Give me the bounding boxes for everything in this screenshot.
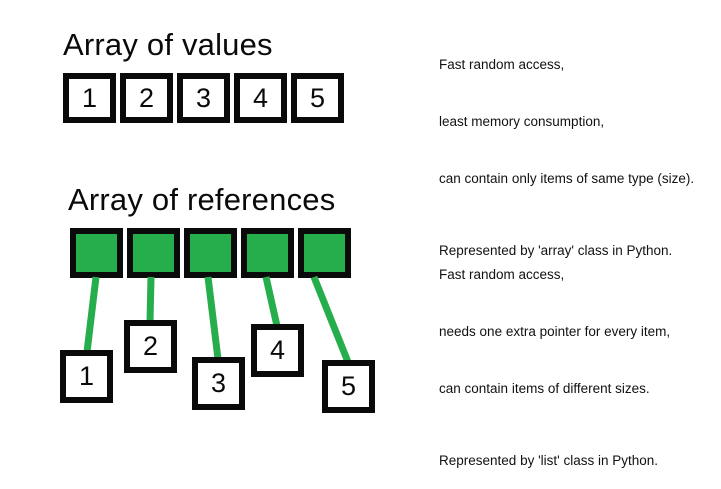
value-cell-label: 2: [138, 82, 155, 113]
value-cell-label: 4: [252, 82, 269, 113]
value-cell-label: 3: [195, 82, 212, 113]
target-value-box: 1: [60, 350, 113, 403]
note-line: Fast random access,: [439, 267, 565, 282]
note-line: least memory consumption,: [439, 114, 605, 129]
target-value-label: 4: [269, 335, 286, 365]
pointer-line: [262, 276, 281, 327]
note-line: can contain items of different sizes.: [439, 381, 650, 396]
pointer-line: [146, 276, 155, 323]
target-value-box: 5: [322, 360, 375, 413]
target-value-label: 5: [340, 371, 357, 401]
note-footer: Represented by 'list' class in Python.: [439, 453, 659, 468]
value-cell: 1: [63, 73, 116, 123]
note-spacer: [424, 417, 670, 432]
value-cell-label: 1: [81, 82, 98, 113]
reference-cell: [127, 228, 180, 278]
section-title-array-of-references: Array of references: [68, 182, 336, 217]
target-value-label: 1: [78, 361, 95, 391]
note-footer: Represented by 'array' class in Python.: [439, 243, 673, 258]
note-line: can contain only items of same type (siz…: [439, 171, 695, 186]
note-spacer: [424, 207, 694, 222]
reference-cell: [241, 228, 294, 278]
section-title-array-of-values: Array of values: [63, 27, 273, 62]
target-value-box: 4: [251, 324, 304, 377]
reference-cell: [70, 228, 123, 278]
target-value-label: 3: [210, 368, 227, 398]
value-cell: 5: [291, 73, 344, 123]
reference-cell: [184, 228, 237, 278]
diagram-canvas: Array of values 1 2 3 4 5 Fast random ac…: [60, 27, 694, 468]
pointer-line: [310, 275, 352, 364]
target-value-box: 3: [192, 357, 245, 410]
note-array-of-references: Fast random access, needs one extra poin…: [424, 246, 670, 489]
value-cell: 3: [177, 73, 230, 123]
pointer-line: [204, 276, 222, 360]
target-value-box: 2: [124, 320, 177, 373]
note-line: Fast random access,: [439, 57, 565, 72]
value-cell: 4: [234, 73, 287, 123]
value-cell-label: 5: [309, 82, 326, 113]
reference-cell: [298, 228, 351, 278]
note-array-of-values: Fast random access, least memory consump…: [424, 36, 694, 279]
pointer-line: [83, 276, 100, 353]
note-line: needs one extra pointer for every item,: [439, 324, 671, 339]
value-cell: 2: [120, 73, 173, 123]
target-value-label: 2: [142, 331, 159, 361]
